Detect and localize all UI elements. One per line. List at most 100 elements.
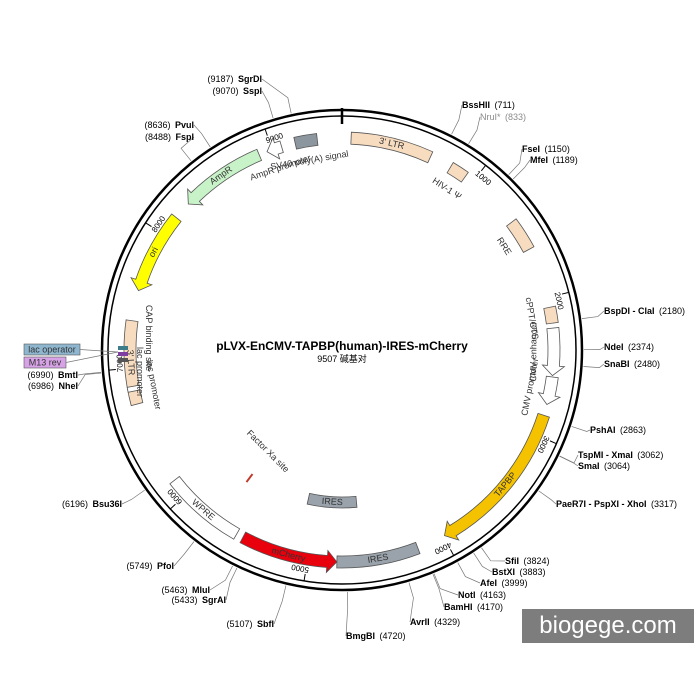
site-label: MfeI (1189) (530, 150, 578, 167)
site-label: (8636) PvuI (145, 115, 194, 132)
tick-mark (480, 164, 487, 172)
tick-label: 5000 (290, 562, 310, 574)
tick-mark (169, 503, 176, 510)
site-name: BstXI (492, 567, 515, 577)
tick-mark (145, 222, 152, 228)
site-name: MluI (192, 585, 210, 595)
feature-ltr3-top (350, 131, 434, 164)
site-name: AvrII (410, 617, 430, 627)
site-position: (3064) (604, 461, 630, 471)
tag-label-0: lac operator (28, 345, 76, 355)
site-label: BamHI (4170) (444, 597, 503, 614)
site-leader (273, 585, 287, 625)
feature-cmv-prom (537, 375, 562, 406)
site-label: BstXI (3883) (492, 562, 545, 579)
lac-mark-2 (118, 358, 128, 362)
site-label: (8488) FspI (145, 127, 194, 144)
site-label: (6196) Bsu36I (62, 494, 122, 511)
tag-leader-0 (79, 349, 119, 353)
site-name: FseI (522, 144, 540, 154)
site-label: (6986) NheI (28, 376, 78, 393)
site-leader (583, 346, 605, 350)
site-name: BmgBI (346, 631, 375, 641)
site-leader (180, 136, 195, 162)
site-name: PfoI (157, 561, 174, 571)
site-leader (457, 562, 481, 584)
feature-mcherry (239, 531, 338, 574)
tick-mark (303, 573, 306, 581)
feature-rre (505, 218, 535, 253)
feature-ires-out (336, 541, 421, 569)
site-name: BmtI (58, 370, 78, 380)
site-position: (8488) (145, 132, 171, 142)
site-label: AfeI (3999) (480, 573, 527, 590)
site-position: (2374) (628, 342, 654, 352)
cap-binding-label: CAP binding site (144, 305, 154, 371)
site-leader (581, 310, 605, 319)
feature-cppt (543, 305, 559, 325)
site-position: (3317) (651, 499, 677, 509)
feature-hiv1-psi (446, 161, 469, 183)
site-position: (3883) (519, 567, 545, 577)
tick-label: 7000 (115, 354, 125, 373)
site-leader (77, 372, 102, 387)
site-label: SfiI (3824) (505, 551, 549, 568)
site-leader (451, 104, 463, 135)
site-leader (121, 489, 145, 505)
site-position: (3824) (523, 556, 549, 566)
site-label: (9187) SgrDI (208, 69, 262, 86)
site-label: BssHII (711) (462, 95, 515, 112)
site-leader (225, 567, 238, 601)
site-label: (9070) SspI (213, 81, 262, 98)
feature-label-ires-out: IRES (367, 552, 389, 565)
site-name: BssHII (462, 100, 490, 110)
site-name: SspI (243, 86, 262, 96)
site-label: TspMI - XmaI (3062) (578, 445, 663, 462)
site-label: NruI* (833) (480, 107, 526, 124)
site-position: (1150) (544, 144, 569, 154)
tick-mark (264, 128, 268, 136)
lac-promoter-label: lac promoter (135, 347, 145, 397)
site-leader (468, 116, 481, 144)
site-label: BmgBI (4720) (346, 626, 405, 643)
site-position: (2180) (659, 306, 685, 316)
site-name: MfeI (530, 155, 548, 165)
feature-tapbp (444, 412, 550, 541)
site-name: BamHI (444, 602, 473, 612)
site-name: NruI* (480, 112, 501, 122)
site-label: FseI (1150) (522, 139, 570, 156)
plasmid-size: 9507 碱基对 (317, 353, 367, 364)
site-name: PaeR7I - PspXI - XhoI (556, 499, 647, 509)
site-position: (5463) (162, 585, 188, 595)
site-position: (4163) (480, 590, 506, 600)
site-leader (508, 148, 523, 175)
tick-mark (561, 291, 569, 295)
site-leader (512, 159, 531, 180)
site-position: (4170) (477, 602, 503, 612)
site-label: BspDI - ClaI (2180) (604, 301, 685, 318)
site-position: (711) (494, 100, 514, 110)
site-label: NotI (4163) (458, 585, 506, 602)
tick-mark (549, 440, 557, 445)
site-label: (6990) BmtI (28, 365, 78, 382)
site-leader (261, 78, 292, 114)
site-name: TspMI - XmaI (578, 450, 633, 460)
feature-wpre (169, 475, 241, 540)
site-position: (5107) (227, 619, 253, 629)
site-position: (2480) (634, 359, 660, 369)
plasmid-name: pLVX-EnCMV-TAPBP(human)-IRES-mCherry (216, 339, 468, 353)
feature-lac-prom (126, 384, 141, 393)
site-name: BspDI - ClaI (604, 306, 655, 316)
site-leader (408, 582, 414, 623)
site-name: SbfI (257, 619, 274, 629)
tick-label: 1000 (473, 169, 493, 188)
site-label: SmaI (3064) (578, 456, 630, 473)
lac-mark-1 (118, 352, 128, 356)
feature-ori (130, 213, 182, 292)
site-leader (77, 372, 102, 376)
site-leader (432, 574, 445, 608)
site-leader (433, 573, 459, 596)
